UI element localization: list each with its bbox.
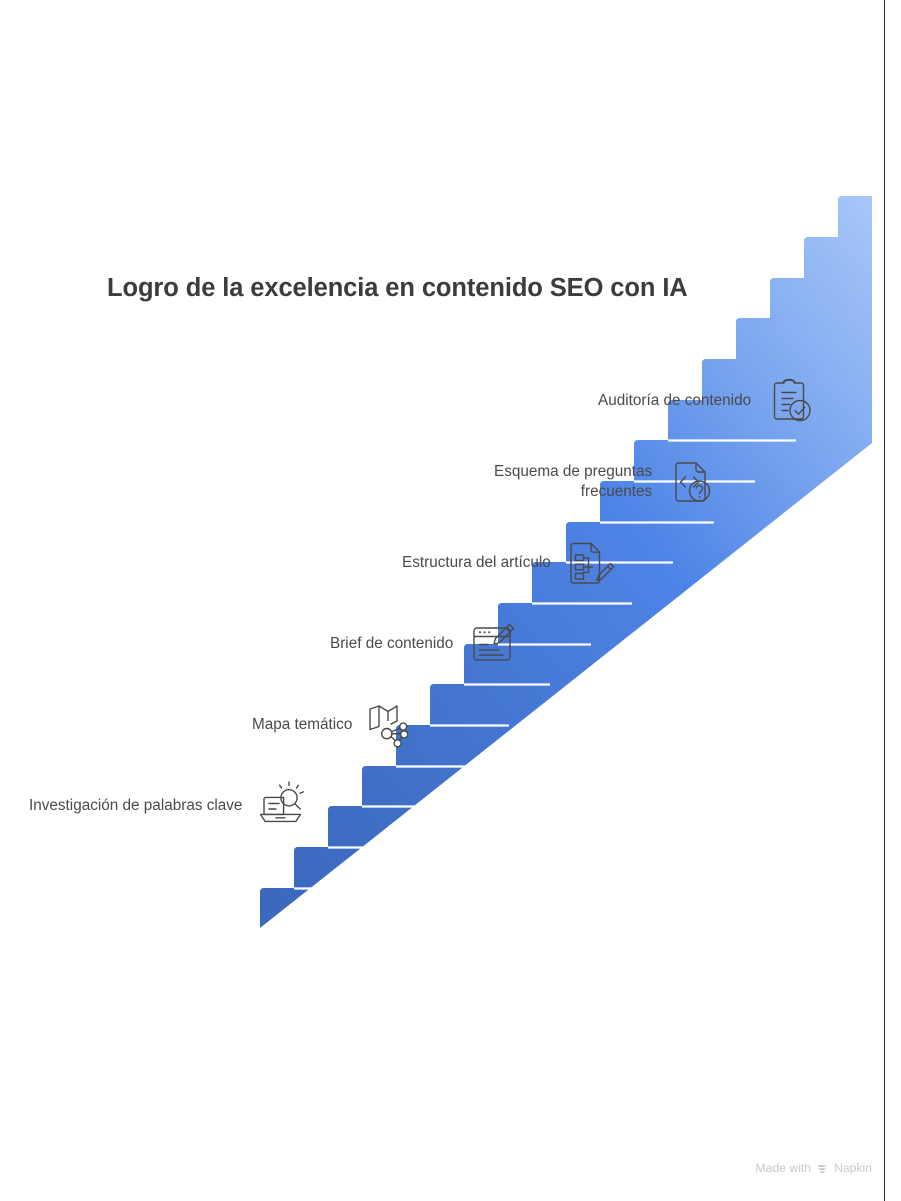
laptop-search-icon [254, 779, 308, 833]
map-network-icon [364, 698, 418, 752]
step-label: Investigación de palabras clave [29, 797, 243, 815]
step-label: Auditoría de contenido [598, 392, 752, 410]
step-auditoria-de-contenido[interactable]: Auditoría de contenido [598, 374, 817, 428]
page-right-border [884, 0, 885, 1201]
page-title: Logro de la excelencia en contenido SEO … [107, 274, 688, 302]
napkin-watermark: Made with Napkin [756, 1161, 872, 1175]
watermark-brand: Napkin [834, 1161, 872, 1175]
napkin-logo-icon [816, 1162, 829, 1175]
document-pencil-icon [465, 617, 519, 671]
step-label: Mapa temático [252, 716, 353, 734]
step-esquema-de-preguntas-frecuentes[interactable]: Esquema de preguntas frecuentes [494, 455, 718, 509]
step-label: Esquema de preguntas frecuentes [494, 463, 653, 500]
step-label: Estructura del artículo [402, 554, 551, 572]
watermark-prefix: Made with [755, 1161, 812, 1175]
document-hierarchy-pencil-icon [563, 536, 617, 590]
step-label: Brief de contenido [330, 635, 454, 653]
step-investigacion-de-palabras-clave[interactable]: Investigación de palabras clave [29, 779, 308, 833]
code-document-question-icon [664, 455, 718, 509]
step-mapa-tematico[interactable]: Mapa temático [252, 698, 418, 752]
step-brief-de-contenido[interactable]: Brief de contenido [330, 617, 519, 671]
step-estructura-del-articulo[interactable]: Estructura del artículo [402, 536, 617, 590]
clipboard-check-icon [763, 374, 817, 428]
